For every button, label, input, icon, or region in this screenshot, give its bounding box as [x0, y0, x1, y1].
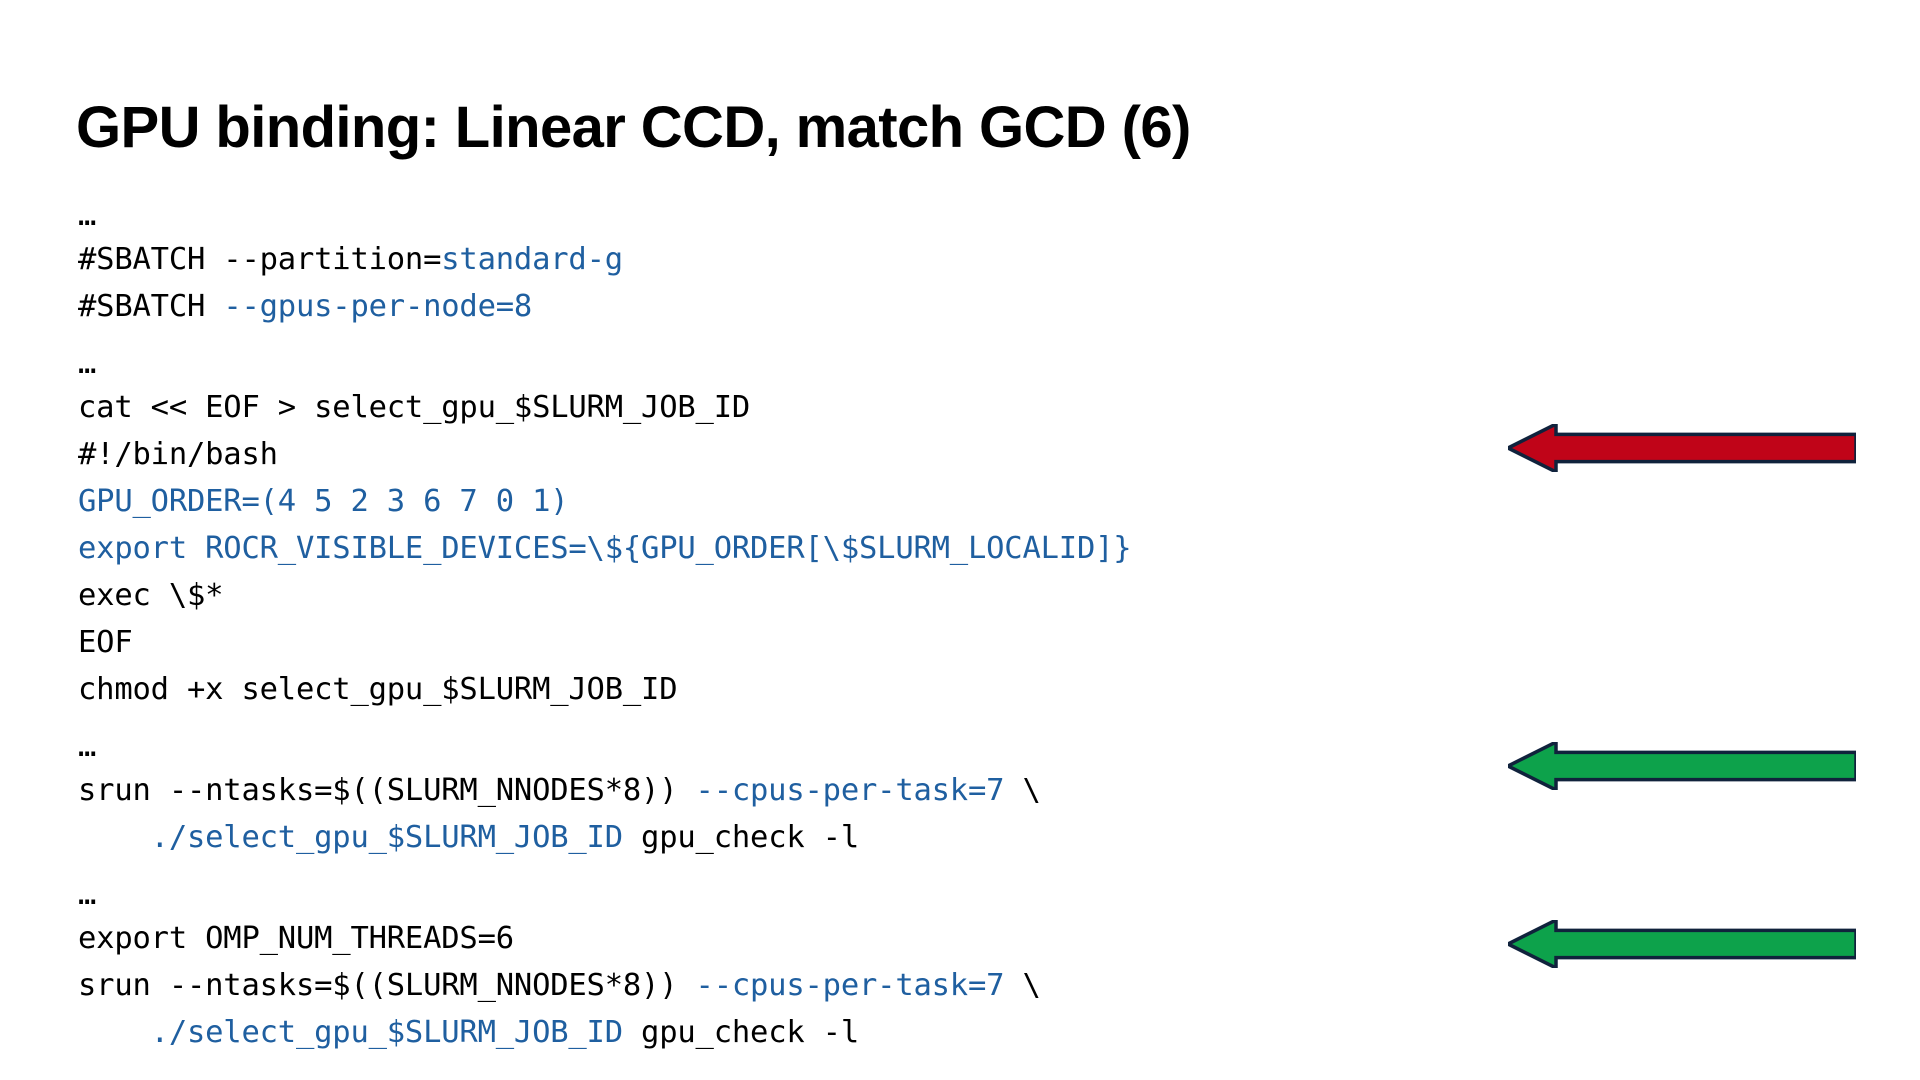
code-token: standard-g: [441, 242, 623, 277]
code-token: …: [78, 198, 97, 233]
code-token: #!/bin/bash: [78, 437, 278, 472]
code-token: ./select_gpu_$SLURM_JOB_ID: [150, 1015, 623, 1050]
red-left-arrow-glyph: [1508, 424, 1856, 472]
code-token: #SBATCH: [78, 289, 224, 324]
code-spacer: [78, 713, 1498, 727]
code-token: gpu_check -l: [622, 820, 860, 855]
code-token: export ROCR_VISIBLE_DEVICES=\${GPU_ORDER…: [78, 531, 1132, 566]
code-token: exec \$*: [78, 578, 224, 613]
code-token: ./select_gpu_$SLURM_JOB_ID: [150, 820, 623, 855]
code-line: chmod +x select_gpu_$SLURM_JOB_ID: [78, 666, 1498, 713]
code-line: #SBATCH --partition=standard-g: [78, 236, 1498, 283]
code-line: srun --ntasks=$((SLURM_NNODES*8)) --cpus…: [78, 962, 1498, 1009]
code-block: …#SBATCH --partition=standard-g#SBATCH -…: [78, 196, 1498, 1056]
code-spacer: [78, 861, 1498, 875]
code-line: #!/bin/bash: [78, 431, 1498, 478]
code-token: #SBATCH --partition=: [78, 242, 442, 277]
code-token: cat << EOF > select_gpu_$SLURM_JOB_ID: [78, 390, 751, 425]
code-line: …: [78, 727, 1498, 767]
code-token: …: [78, 346, 97, 381]
code-token: chmod +x select_gpu_$SLURM_JOB_ID: [78, 672, 678, 707]
code-line: export OMP_NUM_THREADS=6: [78, 915, 1498, 962]
code-line: ./select_gpu_$SLURM_JOB_ID gpu_check -l: [78, 814, 1498, 861]
code-token: [78, 820, 151, 855]
code-line: cat << EOF > select_gpu_$SLURM_JOB_ID: [78, 384, 1498, 431]
green-left-arrow-srun-1-icon: [1508, 742, 1856, 790]
code-token: srun --ntasks=$((SLURM_NNODES*8)): [78, 773, 696, 808]
code-token: EOF: [78, 625, 133, 660]
code-token: export OMP_NUM_THREADS=6: [78, 921, 514, 956]
green-left-arrow-srun-2-icon: [1508, 920, 1856, 968]
code-token: --cpus-per-task=7: [695, 773, 1005, 808]
code-spacer: [78, 330, 1498, 344]
code-token: [78, 1015, 151, 1050]
code-line: exec \$*: [78, 572, 1498, 619]
red-left-arrow-icon: [1508, 424, 1856, 472]
code-line: ./select_gpu_$SLURM_JOB_ID gpu_check -l: [78, 1009, 1498, 1056]
green-left-arrow-srun-2-glyph: [1508, 920, 1856, 968]
code-token: --cpus-per-task=7: [695, 968, 1005, 1003]
code-token: \: [1004, 773, 1041, 808]
code-line: srun --ntasks=$((SLURM_NNODES*8)) --cpus…: [78, 767, 1498, 814]
code-line: …: [78, 196, 1498, 236]
code-token: \: [1004, 968, 1041, 1003]
code-token: …: [78, 729, 97, 764]
code-line: …: [78, 344, 1498, 384]
code-line: export ROCR_VISIBLE_DEVICES=\${GPU_ORDER…: [78, 525, 1498, 572]
code-line: EOF: [78, 619, 1498, 666]
code-token: GPU_ORDER=(4 5 2 3 6 7 0 1): [78, 484, 569, 519]
code-line: GPU_ORDER=(4 5 2 3 6 7 0 1): [78, 478, 1498, 525]
page-title: GPU binding: Linear CCD, match GCD (6): [76, 94, 1191, 160]
code-token: gpu_check -l: [622, 1015, 860, 1050]
green-left-arrow-srun-1-glyph: [1508, 742, 1856, 790]
code-line: #SBATCH --gpus-per-node=8: [78, 283, 1498, 330]
code-token: …: [78, 877, 97, 912]
code-token: --gpus-per-node=8: [223, 289, 533, 324]
code-token: srun --ntasks=$((SLURM_NNODES*8)): [78, 968, 696, 1003]
code-line: …: [78, 875, 1498, 915]
